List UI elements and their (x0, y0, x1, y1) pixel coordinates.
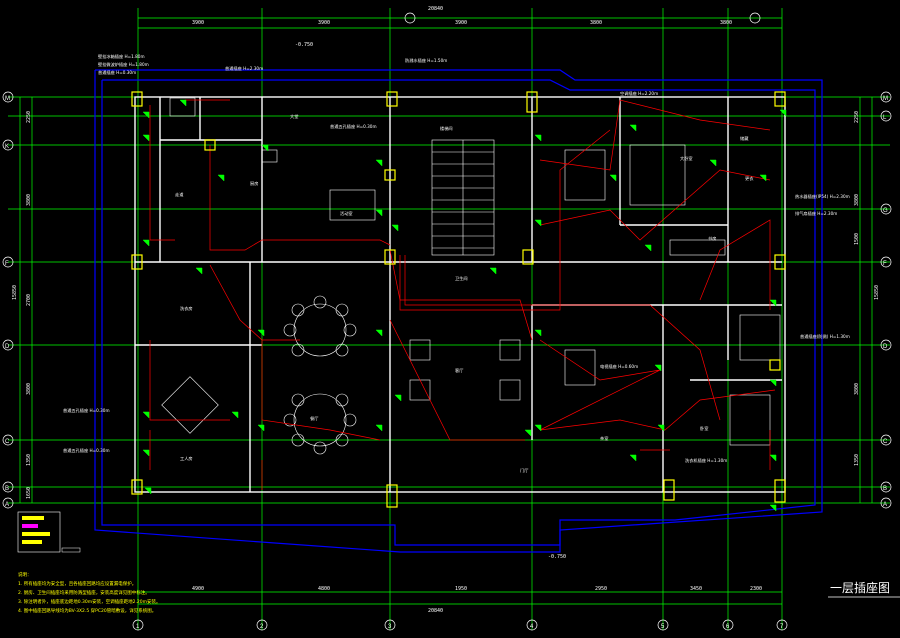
axis-grid (8, 8, 890, 630)
outlet-label-5: 普通五孔插座 H=0.30m (330, 123, 377, 130)
left-dimension-1: 2250 (26, 111, 32, 123)
outlet-label-11: 热水器插座(IP54) H=2.30m (795, 193, 850, 200)
outlet-label-14: 普通五孔插座 H=0.30m (63, 447, 110, 454)
level-mark-bottom: -0.750 (548, 554, 566, 560)
room-kitchen: 厨房 (250, 180, 258, 187)
room-foyer: 门厅 (520, 467, 528, 474)
right-dimension-2: 3800 (854, 194, 860, 206)
top-dimension-1: 3900 (192, 20, 204, 26)
right-dimension-5: 1350 (854, 454, 860, 466)
axis-label-M-right: M (883, 96, 888, 102)
outlet-label-2: 壁挂微波炉插座 H=1.80m (98, 61, 149, 68)
outlet-label-9: 电视插座 H=0.60m (600, 363, 638, 370)
bottom-dimension-2: 4800 (318, 586, 330, 592)
axis-label-C-right: C (883, 439, 888, 445)
axis-label-5: 5 (661, 624, 665, 630)
axis-label-A: A (5, 502, 9, 508)
bottom-dimension-4: 2950 (595, 586, 607, 592)
axis-label-A-right: A (883, 502, 887, 508)
room-laundry: 洗衣房 (180, 305, 193, 312)
circuit-wiring (149, 99, 776, 490)
axis-label-D-right: D (883, 344, 888, 350)
outlet-label-10: 洗衣机插座 H=1.30m (685, 457, 727, 464)
axis-label-F: F (5, 261, 9, 267)
right-dimension-3: 1500 (854, 233, 860, 245)
room-storage: 储藏 (740, 135, 749, 142)
axis-label-L-right: L (883, 115, 887, 121)
room-study: 书房 (708, 235, 716, 242)
axis-label-B-right: B (883, 486, 887, 492)
bottom-total-dimension: 20840 (428, 608, 443, 614)
room-dressing: 更衣 (745, 175, 754, 182)
left-dimension-4: 3800 (26, 383, 32, 395)
left-dimension-6: 1650 (26, 487, 32, 499)
axis-label-K: K (5, 144, 9, 150)
outlet-symbols (142, 99, 787, 512)
bottom-dimension-1: 4900 (192, 586, 204, 592)
axis-label-4: 4 (530, 624, 534, 630)
room-stairwell: 楼梯间 (440, 125, 453, 132)
room-staff: 工人房 (180, 455, 193, 462)
axis-label-2: 2 (260, 624, 264, 630)
room-hall: 大堂 (290, 113, 298, 120)
top-dimension-5: 3800 (720, 20, 732, 26)
outlet-label-3: 普通插座 H=0.30m (98, 69, 136, 76)
outlet-label-13: 普通五孔插座 H=0.30m (63, 407, 110, 414)
axis-label-C: C (5, 439, 10, 445)
room-master: 大卧室 (680, 155, 693, 162)
axis-label-6: 6 (726, 624, 730, 630)
room-activity: 活动室 (340, 210, 353, 217)
room-tea: 茶室 (600, 435, 608, 441)
room-dining: 餐厅 (310, 415, 318, 422)
level-mark-top: -0.750 (295, 42, 313, 48)
bottom-dimension-5: 3450 (690, 586, 702, 592)
bottom-dimension-6: 2300 (750, 586, 762, 592)
structural-columns (131, 91, 786, 508)
outlet-label-7: 空调插座 H=2.20m (620, 90, 658, 97)
stair (431, 139, 495, 256)
left-dimension-5: 1350 (26, 454, 32, 466)
furniture (161, 97, 781, 455)
right-dimension-1: 2250 (854, 111, 860, 123)
room-bedroom: 卧室 (700, 425, 708, 432)
room-bathroom: 卫生间 (455, 275, 468, 282)
left-total-dimension: 15850 (12, 285, 18, 300)
axis-label-B: B (5, 486, 9, 492)
left-dimension-2: 3800 (26, 194, 32, 206)
outlet-label-1: 壁挂冰箱插座 H=1.80m (98, 53, 145, 60)
top-total-dimension: 20840 (428, 6, 443, 12)
bottom-dimension-3: 1950 (455, 586, 467, 592)
notes-title: 说明： (18, 571, 32, 578)
axis-label-7: 7 (780, 624, 784, 630)
top-dimension-4: 3800 (590, 20, 602, 26)
right-dimension-4: 3800 (854, 383, 860, 395)
top-dimension-3: 3900 (455, 20, 467, 26)
note-2: 2. 厨房、卫生间插座均采用防溅型插座，安装高度详见图中标注。 (18, 589, 150, 596)
axis-label-3: 3 (388, 624, 392, 630)
note-1: 1. 所有插座均为安全型，且各插座回路均应设置漏电保护。 (18, 580, 136, 587)
axis-label-G-right: G (883, 208, 888, 214)
axis-bubbles (2, 12, 892, 631)
site-boundary (94, 69, 823, 553)
drawing-title: 一层插座图 (830, 580, 890, 595)
room-living: 客厅 (455, 367, 463, 374)
outlet-label-12: 排气扇插座 H=2.30m (795, 210, 837, 217)
outlet-label-6: 防溅水插座 H=1.50m (405, 57, 447, 64)
right-total-dimension: 15850 (874, 285, 880, 300)
legend-block (17, 511, 81, 553)
outlet-label-8: 普通插座(防溅) H=1.30m (800, 333, 850, 340)
left-dimension-3: 2700 (26, 294, 32, 306)
note-4: 4. 图中插座回路导线均为BV-3X2.5 穿PC20管暗敷设，详见系统图。 (18, 607, 156, 614)
axis-label-M: M (5, 96, 10, 102)
outlet-label-4: 普通插座 H=2.30m (225, 65, 263, 72)
note-3: 3. 除注明者外，插座底边距地0.30m安装，空调插座距地2.20m安装。 (18, 598, 161, 605)
room-corridor: 走道 (175, 191, 184, 198)
axis-label-1: 1 (136, 624, 140, 630)
axis-label-F-right: F (883, 261, 887, 267)
axis-label-D: D (5, 344, 10, 350)
top-dimension-2: 3900 (318, 20, 330, 26)
